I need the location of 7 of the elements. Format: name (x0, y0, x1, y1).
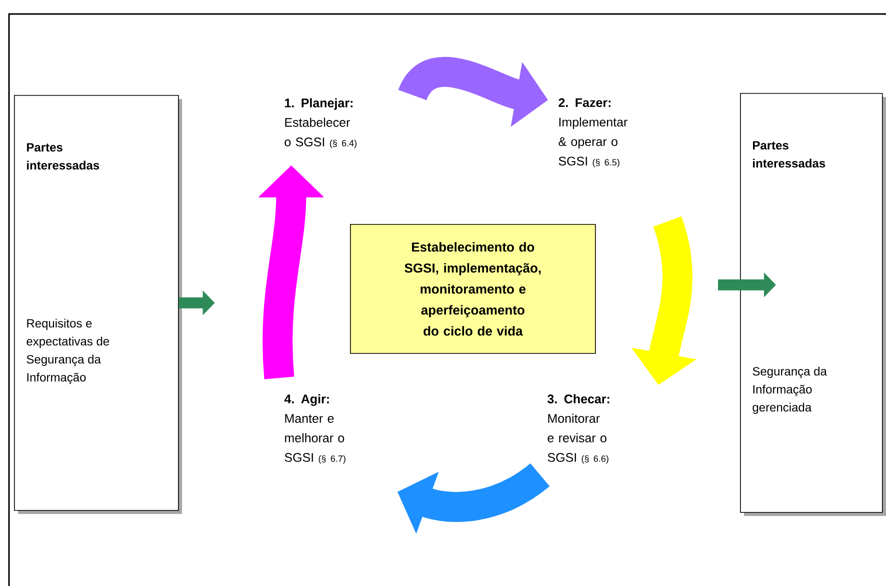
phase-label: 4. Agir: Manter e melhorar o SGSI (§ 6.7) (284, 394, 346, 464)
stakeholder-box: Partes interessadas Segurança da Informação gerenciada (740, 93, 886, 516)
phase-label: 3. Checar: Monitorar e revisar o SGSI (§ 6.6) (547, 394, 610, 464)
stakeholder-box: Partes interessadas Requisitos e expectativas de Segurança da Informação (14, 95, 182, 514)
center-box: Estabelecimento do SGSI, implementação, monitoramento e aperfeiçoamento do ciclo de vida (350, 224, 596, 354)
phase-label: 2. Fazer: Implementar & operar o SGSI (§ 6.5) (558, 98, 628, 168)
phase-label: 1. Planejar: Estabelecer o SGSI (§ 6.4) (284, 98, 356, 148)
